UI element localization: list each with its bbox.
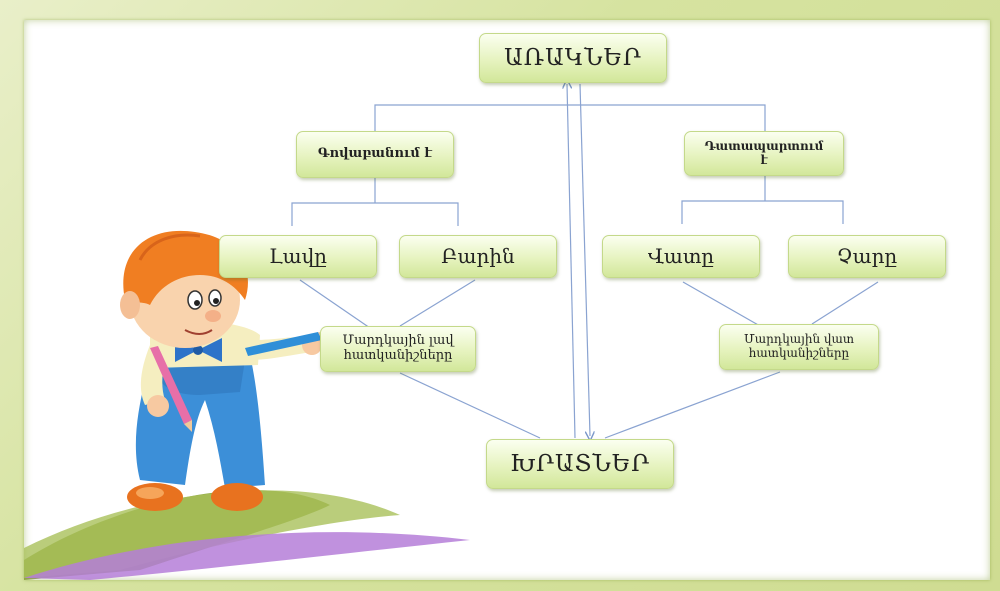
node-bottom: ԽՐԱՏՆԵՐ	[486, 439, 674, 489]
node-chary-label: Չարը	[836, 244, 898, 268]
node-good-traits-label: Մարդկային լավ հատկանիշները	[342, 333, 454, 363]
node-barin: Բարին	[399, 235, 557, 278]
node-vaty-label: Վատը	[647, 244, 715, 268]
bracket-right	[681, 200, 844, 224]
node-bottom-label: ԽՐԱՏՆԵՐ	[509, 450, 651, 477]
arrow-down	[579, 83, 590, 436]
node-root-label: ԱՌԱԿՆԵՐ	[504, 44, 642, 71]
link-good-bottom	[399, 372, 541, 439]
node-lavy: Լավը	[219, 235, 377, 278]
node-good-traits: Մարդկային լավ հատկանիշները	[320, 326, 476, 372]
node-lavy-label: Լավը	[269, 244, 327, 268]
link-barin	[399, 279, 476, 327]
node-left-branch-label: Գովաբանում է	[317, 146, 433, 162]
link-vaty	[682, 281, 761, 327]
node-left-branch: Գովաբանում է	[296, 131, 454, 178]
node-barin-label: Բարին	[441, 244, 515, 268]
node-chary: Չարը	[788, 235, 946, 278]
node-root: ԱՌԱԿՆԵՐ	[479, 33, 667, 83]
node-right-branch-label: Դատապարտում է	[704, 138, 824, 167]
arrow-up	[567, 84, 576, 439]
link-lavy	[299, 279, 371, 329]
node-right-branch: Դատապարտում է	[684, 131, 844, 176]
node-bad-traits-label: Մարդկային վատ հատկանիշները	[743, 332, 854, 360]
node-bad-traits: Մարդկային վատ հատկանիշները	[719, 324, 879, 370]
bracket-left	[291, 202, 459, 226]
link-bad-bottom	[604, 371, 781, 439]
link-chary	[811, 281, 879, 325]
bracket-top	[374, 104, 766, 131]
node-vaty: Վատը	[602, 235, 760, 278]
